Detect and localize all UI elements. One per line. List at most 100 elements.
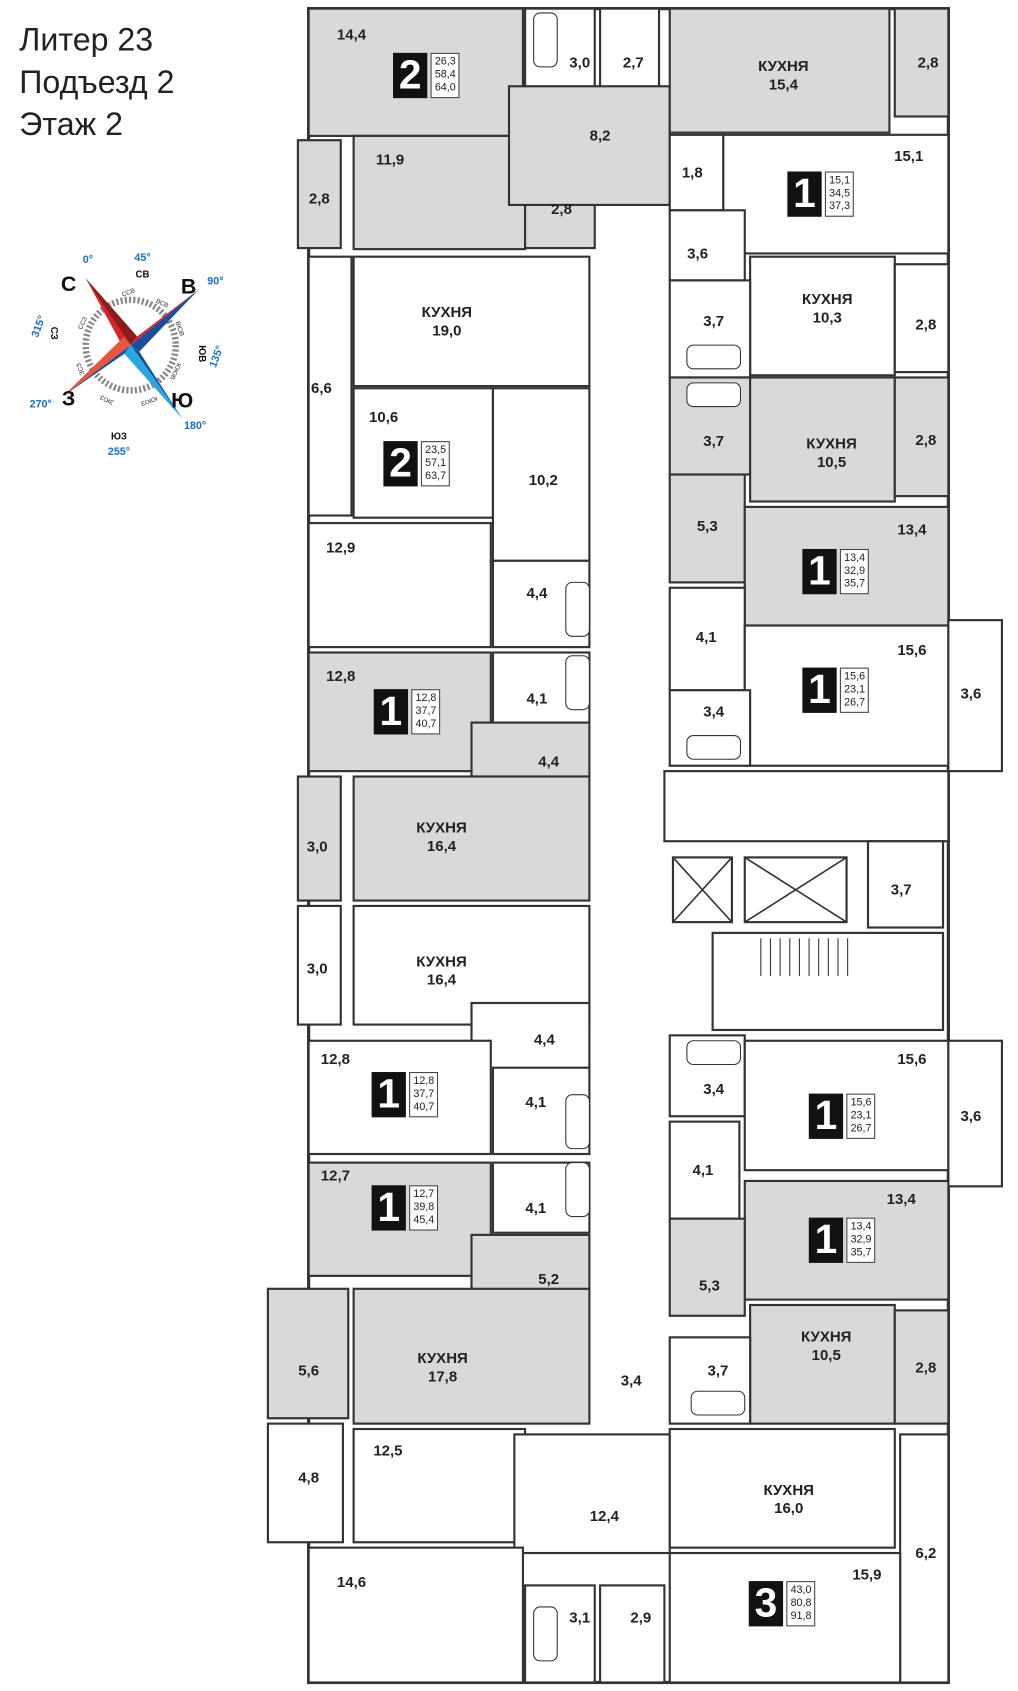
room-area-label: 14,6 (337, 1573, 366, 1591)
room-area-label: 2,7 (623, 53, 644, 71)
area-value: 35,7 (850, 1246, 872, 1259)
room-type: КУХНЯ (763, 1480, 814, 1499)
room (470, 721, 591, 778)
room (352, 775, 591, 902)
room-area-label: 2,8 (918, 53, 939, 71)
room-area-label: 8,2 (590, 127, 611, 145)
rooms-layer (266, 7, 1004, 1685)
bathtub-icon (533, 12, 558, 68)
area-value: 23,5 (425, 444, 447, 457)
room-area-label: 12,8 (326, 667, 355, 685)
room-area: 12,5 (373, 1441, 403, 1459)
bathtub-icon (690, 1390, 746, 1416)
compass-east-ray-shade (130, 289, 200, 352)
room (899, 1433, 950, 1684)
room-area-label: 12,5 (373, 1441, 402, 1459)
elevator-shaft-icon (744, 856, 847, 923)
room (599, 1584, 666, 1684)
room-area: 3,0 (306, 959, 328, 977)
room-area: 14,4 (336, 25, 367, 43)
area-value: 32,9 (844, 565, 866, 577)
room-area: 16,0 (774, 1499, 804, 1517)
room-area: 4,1 (695, 628, 717, 646)
room (307, 1546, 525, 1684)
room-area-label: 4,4 (538, 752, 559, 770)
room-area: 4,1 (525, 1198, 547, 1217)
room-area-label: 15,9 (852, 1565, 881, 1583)
room (893, 376, 950, 498)
room-area: 12,7 (320, 1166, 351, 1184)
room-area-label: 3,0 (569, 53, 590, 71)
area-value: 45,4 (413, 1214, 435, 1227)
room-area-label: 15,6 (897, 641, 926, 659)
room-area: 5,2 (538, 1269, 560, 1288)
room-count: 1 (802, 548, 837, 595)
room (307, 1161, 492, 1277)
room-area: 5,3 (698, 1276, 720, 1294)
room-area-label: 3,7 (703, 432, 724, 450)
room-area: 15,4 (768, 75, 798, 93)
area-value: 91,8 (790, 1610, 812, 1623)
room-area-label: 3,4 (703, 703, 724, 721)
room-count: 1 (787, 171, 822, 217)
bathtub-icon (533, 1606, 558, 1662)
room-area-label: 12,9 (326, 539, 355, 557)
area-value: 80,8 (790, 1597, 812, 1610)
room (749, 1303, 896, 1425)
room (266, 1287, 350, 1420)
room-area: 3,1 (569, 1608, 591, 1626)
room-area: 17,8 (427, 1367, 458, 1385)
compass-diagonal: СВ (135, 269, 150, 280)
bathtub-icon (565, 581, 590, 637)
room-count: 1 (371, 1185, 406, 1231)
room-type: КУХНЯ (416, 818, 467, 836)
room-area: 12,8 (326, 667, 356, 685)
area-value: 15,1 (829, 174, 851, 187)
room-type: КУХНЯ (758, 57, 809, 75)
elevator-shaft-icon (672, 856, 733, 923)
room (668, 1217, 746, 1317)
compass-degree: 180° (183, 420, 207, 433)
room-area: 11,9 (375, 150, 405, 168)
floor-label: Этаж 2 (19, 106, 123, 143)
room-area-label: 15,1 (894, 147, 923, 165)
room-area-label: 10,6 (369, 408, 398, 426)
area-value: 63,7 (425, 470, 447, 483)
room-area: 2,8 (551, 200, 572, 218)
room (893, 263, 950, 374)
room-area: 15,1 (894, 147, 924, 165)
room-area: 3,6 (960, 1107, 982, 1125)
room-area: 3,4 (703, 702, 725, 720)
room-area: 19,0 (432, 321, 462, 339)
area-value: 34,5 (829, 187, 851, 200)
area-value: 13,4 (844, 552, 866, 565)
compass-south-ray-shade (124, 345, 183, 419)
room-count: 1 (373, 689, 409, 735)
compass-rose-icon (62, 278, 200, 419)
room-area-label: 3,6 (960, 1107, 981, 1125)
room-area-label: 4,1 (525, 1199, 546, 1217)
room-type: КУХНЯ (800, 1327, 852, 1345)
